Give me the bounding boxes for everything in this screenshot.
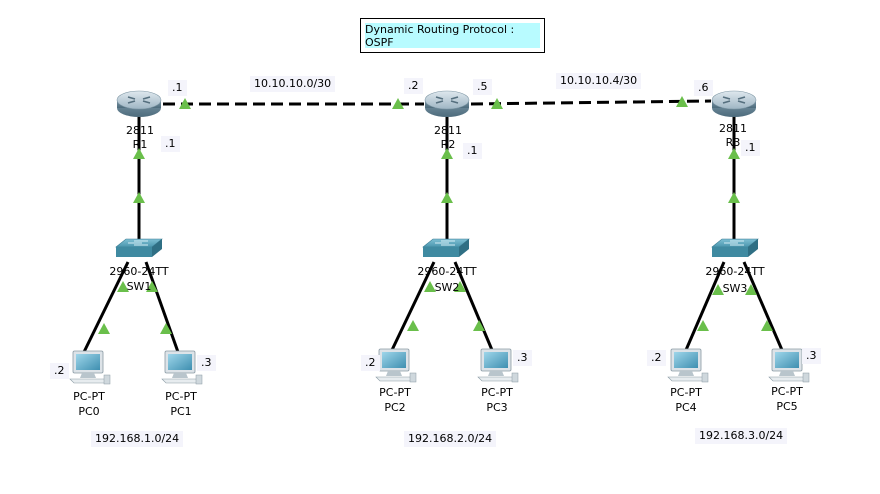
switch-icon[interactable] [711,238,759,258]
link-sw1-pc1[interactable] [144,261,180,353]
router-name-label: R2 [440,138,456,151]
wan-link-r2-r3[interactable] [470,99,712,106]
gateway-ip-label[interactable]: .1 [741,140,760,156]
switch-model-label: 2960-24TT [109,265,169,278]
link-status-arrow [407,320,419,331]
switch-name-label: SW3 [722,282,748,295]
wan-network-label[interactable]: 10.10.10.0/30 [250,76,336,92]
switch-name-label: SW1 [126,280,152,293]
interface-ip-label[interactable]: .6 [694,80,713,96]
router-name-label: R3 [725,136,741,149]
pc-icon[interactable] [477,348,519,383]
interface-ip-label[interactable]: .5 [473,79,492,95]
pc-name-label: PC0 [78,405,100,418]
pc-name-label: PC2 [384,401,406,414]
switch-name-label: SW2 [434,281,460,294]
host-ip-label[interactable]: .3 [513,350,532,366]
pc-model-label: PC-PT [73,390,105,403]
link-sw3-pc5[interactable] [742,261,784,351]
host-ip-label[interactable]: .2 [361,355,380,371]
switch-model-label: 2960-24TT [705,265,765,278]
switch-model-label: 2960-24TT [417,265,477,278]
switch-icon[interactable] [115,238,163,258]
link-sw1-pc0[interactable] [82,261,130,353]
pc-model-label: PC-PT [771,385,803,398]
link-sw2-pc3[interactable] [453,261,494,351]
pc-icon[interactable] [69,350,111,385]
pc-name-label: PC5 [776,400,798,413]
interface-ip-label[interactable]: .2 [404,78,423,94]
link-sw3-pc4[interactable] [684,261,726,351]
host-ip-label[interactable]: .3 [802,348,821,364]
router-name-label: R1 [132,138,148,151]
router-icon[interactable] [424,90,470,118]
router-icon[interactable] [116,90,162,118]
router-model-label: 2811 [126,124,154,137]
pc-icon[interactable] [375,348,417,383]
link-sw2-pc2[interactable] [390,261,436,351]
pc-name-label: PC3 [486,401,508,414]
link-status-arrow [133,192,145,203]
title-note[interactable]: Dynamic Routing Protocol : OSPF [360,18,545,53]
link-status-arrow [728,192,740,203]
router-icon[interactable] [711,90,757,118]
pc-icon[interactable] [667,348,709,383]
pc-model-label: PC-PT [670,386,702,399]
host-ip-label[interactable]: .3 [197,355,216,371]
router-model-label: 2811 [719,122,747,135]
router-model-label: 2811 [434,124,462,137]
title-text: Dynamic Routing Protocol : OSPF [365,23,540,49]
wan-network-label[interactable]: 10.10.10.4/30 [556,73,642,89]
interface-ip-label[interactable]: .1 [168,80,187,96]
pc-model-label: PC-PT [379,386,411,399]
link-status-arrow [441,192,453,203]
host-ip-label[interactable]: .2 [647,350,666,366]
gateway-ip-label[interactable]: .1 [161,136,180,152]
gateway-ip-label[interactable]: .1 [463,143,482,159]
host-ip-label[interactable]: .2 [50,363,69,379]
lan-network-label[interactable]: 192.168.1.0/24 [91,431,184,447]
lan-network-label[interactable]: 192.168.2.0/24 [404,431,497,447]
link-status-arrow [728,148,740,159]
link-status-arrow [98,323,110,334]
lan-network-label[interactable]: 192.168.3.0/24 [695,428,788,444]
pc-model-label: PC-PT [481,386,513,399]
pc-icon[interactable] [161,350,203,385]
pc-name-label: PC1 [170,405,192,418]
switch-icon[interactable] [422,238,470,258]
pc-name-label: PC4 [675,401,697,414]
pc-model-label: PC-PT [165,390,197,403]
